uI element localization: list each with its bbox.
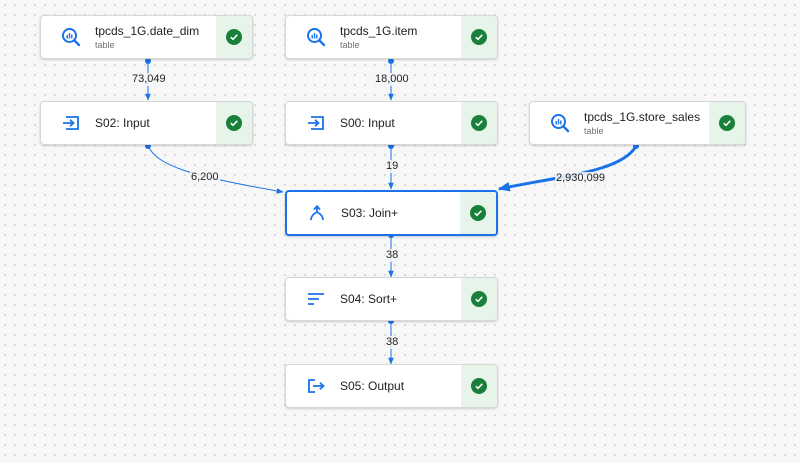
node-store-sales[interactable]: tpcds_1G.store_sales table [529, 101, 746, 145]
node-item[interactable]: tpcds_1G.item table [285, 15, 498, 59]
check-circle-icon [470, 205, 486, 221]
status-success [461, 278, 497, 320]
node-title: tpcds_1G.item [340, 24, 418, 38]
node-s03-join[interactable]: S03: Join+ [285, 190, 498, 236]
node-date-dim[interactable]: tpcds_1G.date_dim table [40, 15, 253, 59]
edge-s02-to-s03 [145, 143, 284, 194]
bigquery-table-icon [530, 102, 572, 144]
node-s00-input[interactable]: S00: Input [285, 101, 498, 145]
node-subtitle: table [340, 40, 360, 50]
input-icon [41, 102, 83, 144]
edge-label-item-rows: 18,000 [374, 73, 410, 86]
edge-label-date-dim-rows: 73,049 [131, 73, 167, 86]
bigquery-table-icon [286, 16, 328, 58]
node-title: S02: Input [95, 116, 150, 130]
status-success [216, 16, 252, 58]
check-circle-icon [471, 115, 487, 131]
check-circle-icon [226, 29, 242, 45]
check-circle-icon [471, 378, 487, 394]
check-circle-icon [471, 291, 487, 307]
edge-label-s04-rows: 38 [385, 336, 400, 349]
node-title: S03: Join+ [341, 206, 399, 220]
sort-icon [286, 278, 328, 320]
check-circle-icon [471, 29, 487, 45]
node-title: S04: Sort+ [340, 292, 398, 306]
node-title: tpcds_1G.date_dim [95, 24, 200, 38]
node-title: tpcds_1G.store_sales [584, 110, 701, 124]
status-success [216, 102, 252, 144]
bigquery-table-icon [41, 16, 83, 58]
check-circle-icon [226, 115, 242, 131]
node-s04-sort[interactable]: S04: Sort+ [285, 277, 498, 321]
status-success [709, 102, 745, 144]
node-title: S05: Output [340, 379, 405, 393]
node-s02-input[interactable]: S02: Input [40, 101, 253, 145]
edge-label-store-sales-rows: 2,930,099 [555, 172, 606, 185]
status-success [461, 16, 497, 58]
output-icon [286, 365, 328, 407]
status-success [460, 192, 496, 234]
input-icon [286, 102, 328, 144]
status-success [461, 102, 497, 144]
node-s05-output[interactable]: S05: Output [285, 364, 498, 408]
node-subtitle: table [584, 126, 604, 136]
edge-label-s03-rows: 38 [385, 249, 400, 262]
node-subtitle: table [95, 40, 115, 50]
edge-label-s00-rows: 19 [385, 160, 400, 173]
join-icon [287, 192, 329, 234]
edge-label-s02-rows: 6,200 [190, 171, 220, 184]
check-circle-icon [719, 115, 735, 131]
status-success [461, 365, 497, 407]
node-title: S00: Input [340, 116, 395, 130]
